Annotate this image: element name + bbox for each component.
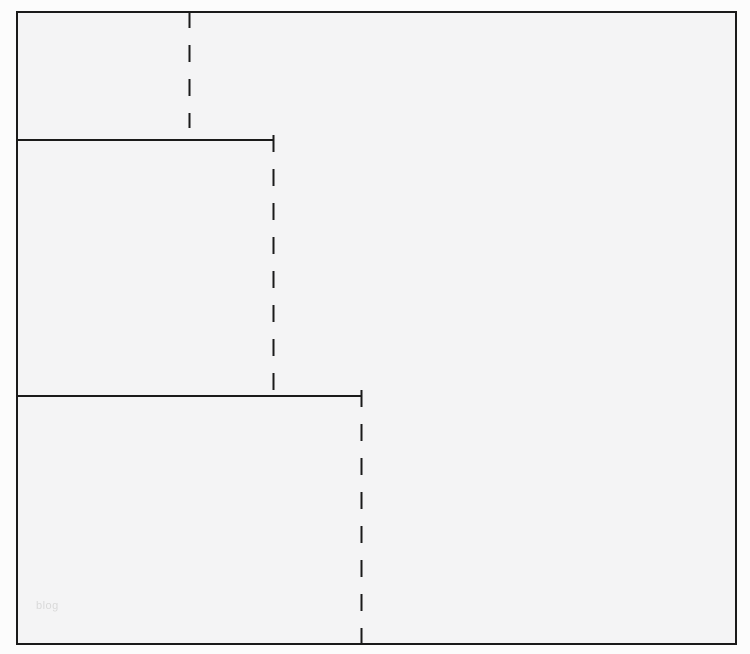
watermark-text: blog <box>36 600 59 612</box>
page-border <box>16 11 737 645</box>
